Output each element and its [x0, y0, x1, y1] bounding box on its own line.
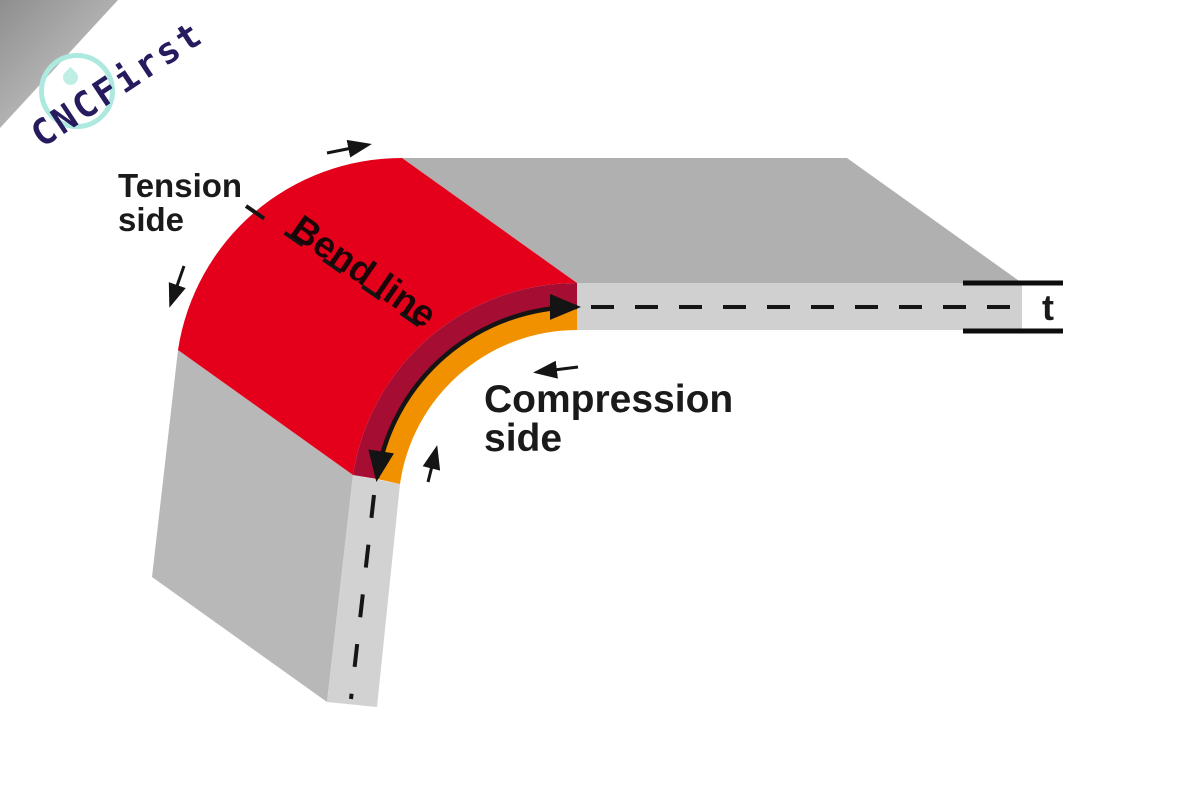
compression-label-line1: Compression — [484, 378, 733, 421]
leg-edge-face — [327, 475, 400, 707]
compression-arrow-bottom — [422, 445, 441, 483]
tension-label-line1: Tension — [118, 167, 242, 204]
flange-top-face — [402, 158, 1022, 283]
logo-circle-icon — [39, 53, 115, 129]
neutral-axis-arc — [368, 293, 581, 482]
tension-arrow-left — [168, 265, 186, 308]
tension-label-line2: side — [118, 201, 184, 238]
compression-arrow-right — [533, 360, 579, 379]
leg-top-face — [152, 350, 353, 702]
neutral-axis-leg-dash — [349, 494, 376, 700]
flange-front-face — [577, 283, 1022, 330]
thickness-label: t — [1042, 287, 1054, 328]
bend-line-dash — [244, 204, 436, 338]
compression-label-line2: side — [484, 417, 562, 460]
tension-arrow-top — [326, 139, 372, 158]
